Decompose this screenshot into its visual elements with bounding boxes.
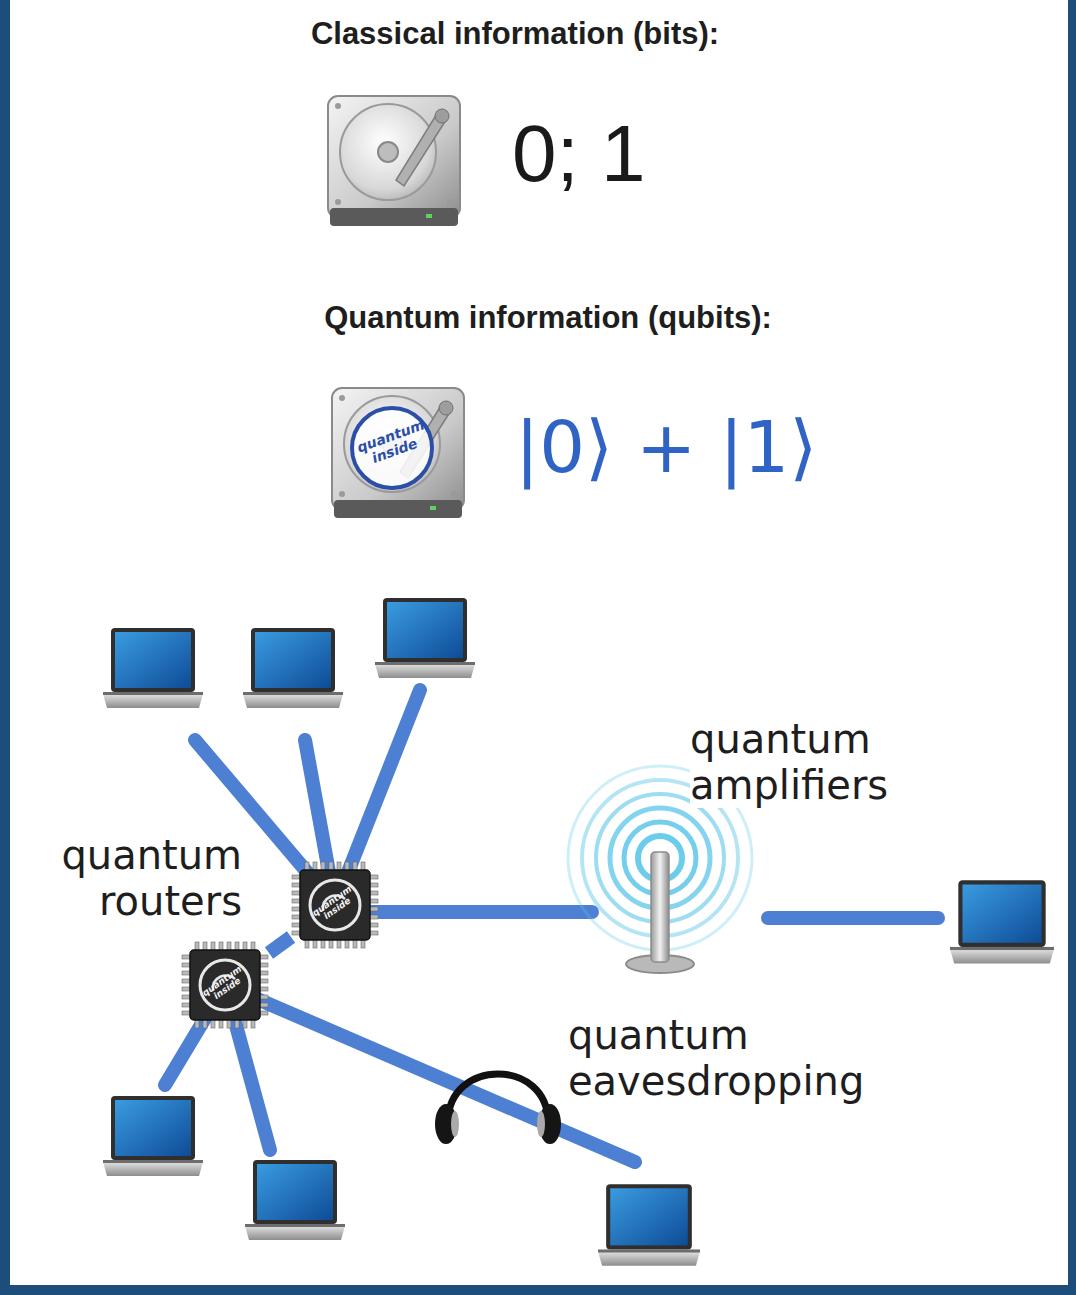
qubit-state: |0⟩ + |1⟩ [515, 406, 817, 489]
laptops [103, 598, 1054, 1266]
bit-values: 0; 1 [512, 108, 645, 200]
quantum-hard-drive-icon [332, 388, 464, 518]
network-links [165, 690, 938, 1162]
headphones [435, 1074, 561, 1144]
component-label: quantum eavesdropping [568, 1012, 903, 1104]
quantum-stamp [352, 408, 432, 488]
component-label: quantum routers [28, 832, 242, 924]
amplifier-antenna [626, 852, 694, 973]
section-heading: Quantum information (qubits): [233, 300, 863, 336]
white-panel [10, 0, 1068, 1285]
section-heading: Classical information (bits): [200, 16, 830, 52]
router-chip: quantum inside [291, 861, 379, 949]
hard-drive-icon [328, 96, 460, 226]
router-chip: quantum inside [181, 941, 269, 1029]
component-label: quantum amplifiers [690, 716, 930, 808]
network-link [269, 937, 291, 953]
